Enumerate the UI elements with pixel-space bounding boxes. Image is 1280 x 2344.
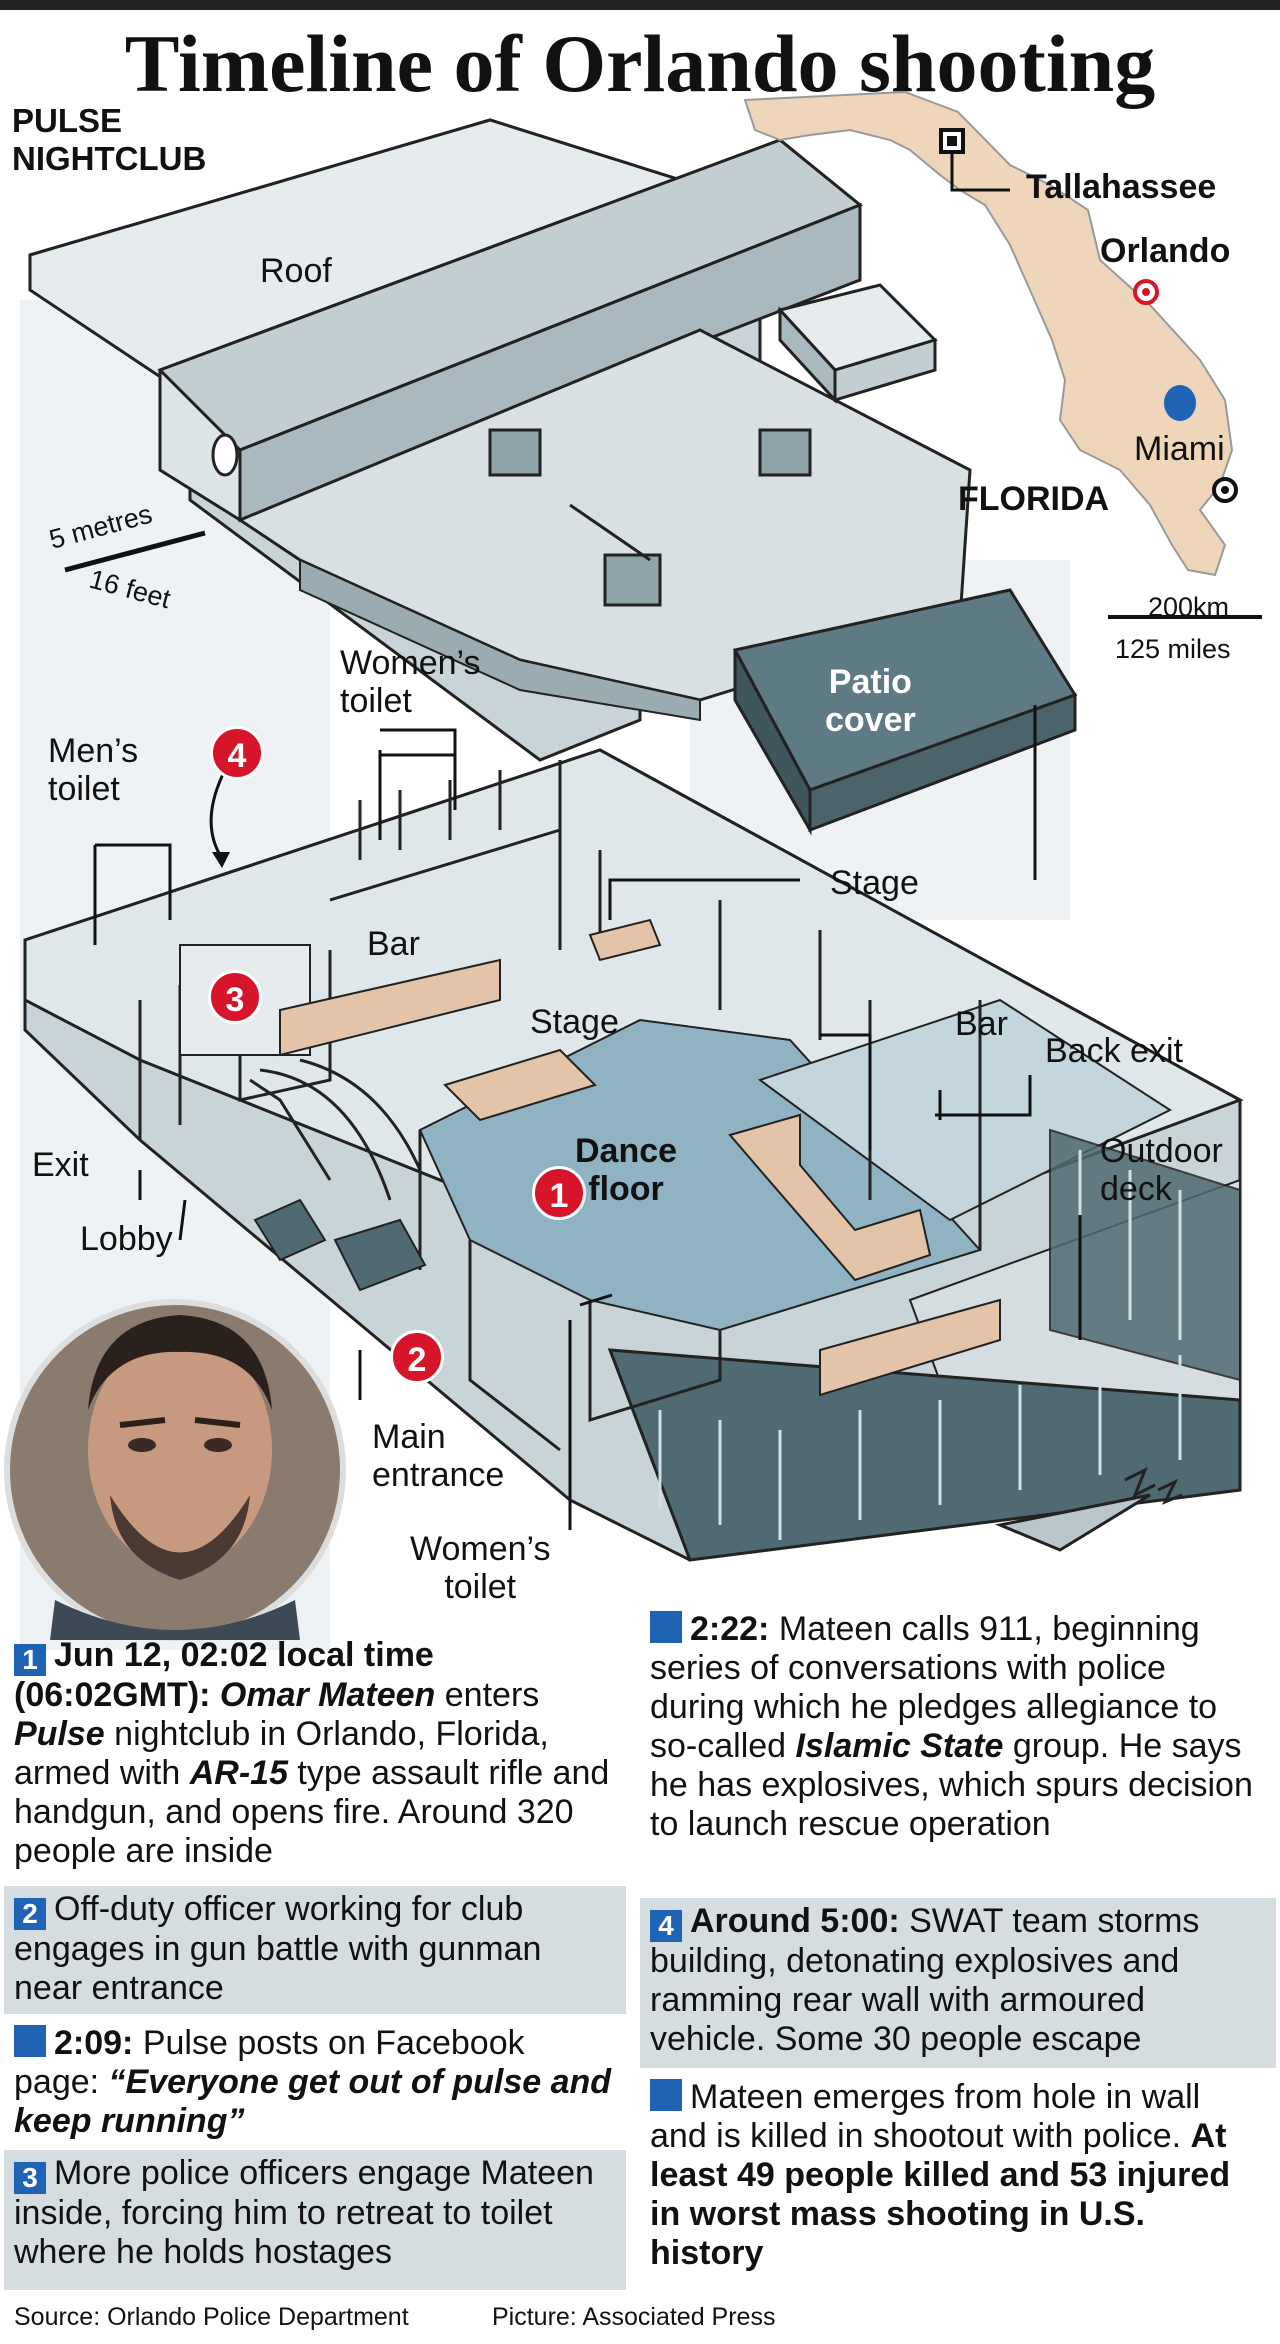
dance-floor-label: Dance floor	[575, 1132, 678, 1208]
entry-2-text: Off-duty officer working for club engage…	[14, 1890, 542, 2007]
florida-map	[743, 90, 1262, 619]
bar-right-label: Bar	[955, 1005, 1008, 1043]
pulse-nightclub-label: PULSE NIGHTCLUB	[12, 102, 207, 177]
tallahassee-label: Tallahassee	[1026, 168, 1217, 206]
entry-3-time: 2:09:	[54, 2024, 134, 2062]
marker-4: 4	[210, 726, 264, 780]
suspect-portrait	[4, 1299, 346, 1641]
exit-label: Exit	[32, 1146, 89, 1184]
orlando-label: Orlando	[1100, 232, 1231, 270]
entry-5-group: Islamic State	[795, 1727, 1004, 1765]
marker-2: 2	[390, 1330, 444, 1384]
entry-1-text-b: nightclub in Orlando, Florida, armed wit…	[14, 1715, 549, 1792]
miami-label: Miami	[1134, 430, 1225, 468]
womens-toilet-bottom-label: Women’s toilet	[410, 1530, 551, 1606]
lobby-label: Lobby	[80, 1220, 173, 1258]
back-exit-label: Back exit	[1045, 1032, 1183, 1070]
entry-1-text-c: type assault rifle and handgun, and open…	[14, 1754, 610, 1870]
entry-5-text-a: Mateen calls 911, beginning series of co…	[650, 1610, 1218, 1765]
entry-number-4: 4	[650, 1910, 682, 1942]
marker-1: 1	[532, 1166, 586, 1220]
roof-label: Roof	[260, 252, 332, 290]
entry-number-3: 3	[14, 2162, 46, 2194]
page-title: Timeline of Orlando shooting	[124, 18, 1156, 109]
entry-6-time: Around 5:00:	[690, 1902, 900, 1940]
entry-bullet-square	[650, 1611, 682, 1643]
marker-3: 3	[208, 970, 262, 1024]
source-credit: Source: Orlando Police Department	[14, 2303, 409, 2331]
entry-bullet-square	[14, 2025, 46, 2057]
timeline-entry-3: 2:09: Pulse posts on Facebook page: “Eve…	[4, 2020, 626, 2146]
entry-bullet-square	[650, 2079, 682, 2111]
entry-1-club: Pulse	[14, 1715, 105, 1753]
womens-toilet-top-label: Women’s toilet	[340, 644, 481, 720]
entry-number-2: 2	[14, 1898, 46, 1930]
roof-section	[28, 118, 972, 762]
floor-plan	[23, 748, 1244, 1562]
entry-7-text: Mateen emerges from hole in wall and is …	[650, 2078, 1201, 2155]
stage-top-label: Stage	[830, 864, 919, 902]
map-scale-km: 200km	[1148, 592, 1230, 622]
stage-mid-label: Stage	[530, 1003, 619, 1041]
entry-1-time: Jun 12, 02:02 local time (06:02GMT):	[14, 1636, 434, 1714]
entry-6-text: SWAT team storms building, detonating ex…	[650, 1902, 1200, 2058]
entry-3-quote: “Everyone get out of pulse and keep runn…	[14, 2063, 612, 2140]
entry-1-weapon: AR-15	[189, 1754, 288, 1792]
mens-toilet-label: Men’s toilet	[48, 732, 139, 808]
bar-left-label: Bar	[367, 925, 420, 963]
leader-lines	[93, 705, 1082, 1530]
timeline-entry-5: 2:22: Mateen calls 911, beginning series…	[640, 1606, 1276, 1894]
picture-credit: Picture: Associated Press	[492, 2303, 776, 2331]
entry-3-text: Pulse posts on Facebook page:	[14, 2024, 525, 2101]
entry-number-1: 1	[14, 1644, 46, 1676]
building-scale-bar	[64, 530, 206, 573]
florida-label: FLORIDA	[958, 480, 1110, 518]
patio-cover-shape	[732, 588, 1078, 836]
main-entrance-label: Main entrance	[372, 1418, 505, 1494]
entry-5-time: 2:22:	[690, 1610, 770, 1648]
entry-4-text: More police officers engage Mateen insid…	[14, 2154, 594, 2271]
compass-north-icon	[1124, 1466, 1156, 1499]
patio-cover-label: Patio cover	[825, 663, 916, 739]
top-bar	[0, 0, 1280, 10]
entry-7-bold: At least 49 people killed and 53 injured…	[650, 2117, 1231, 2272]
timeline-entry-7: Mateen emerges from hole in wall and is …	[640, 2074, 1276, 2290]
outdoor-deck-label: Outdoor deck	[1100, 1132, 1223, 1208]
entry-5-text-b: group. He says he has explosives, which …	[650, 1727, 1253, 1843]
marker-4-arrow	[212, 852, 230, 868]
compass-arrow	[994, 1493, 1151, 1552]
entry-1-text-a: enters	[435, 1676, 540, 1714]
map-scale-miles: 125 miles	[1115, 634, 1231, 664]
entry-1-name: Omar Mateen	[219, 1676, 436, 1714]
